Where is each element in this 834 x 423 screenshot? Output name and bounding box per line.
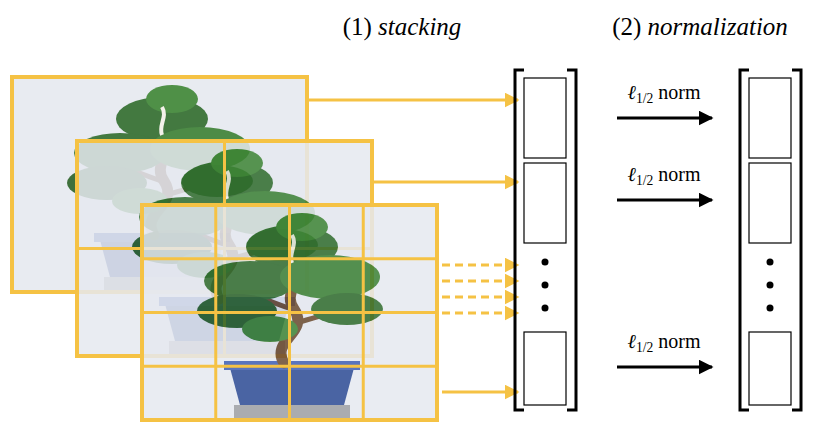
step-heading: (2) normalization (612, 12, 788, 42)
vector (515, 70, 576, 410)
ellipsis-dot (767, 259, 774, 266)
dashed-arrow (442, 280, 518, 283)
dashed-arrow (442, 296, 518, 299)
vector-block (749, 163, 791, 243)
arrow (617, 199, 712, 202)
vector (740, 70, 801, 410)
arrow (617, 117, 712, 120)
bracket (515, 70, 524, 410)
bracket (792, 70, 801, 410)
vector-block (524, 163, 566, 243)
norm-arrows (617, 118, 712, 367)
dashed-arrow (442, 264, 518, 267)
bracket (567, 70, 576, 410)
stacking-arrows (309, 100, 518, 392)
arrow-label: ℓ1/2 norm (628, 162, 701, 189)
ellipsis-dot (542, 259, 549, 266)
arrow (309, 99, 518, 102)
step-heading: (1) stacking (343, 12, 462, 42)
arrow (617, 366, 712, 369)
bonsai-photo (142, 205, 437, 420)
vector-block (524, 78, 566, 158)
grid-border (142, 205, 437, 420)
ellipsis-dot (767, 282, 774, 289)
dashed-arrow (442, 312, 518, 315)
arrow-label: ℓ1/2 norm (628, 329, 701, 356)
vector-block (749, 78, 791, 158)
arrow (374, 181, 518, 184)
arrow-label: ℓ1/2 norm (628, 80, 701, 107)
ellipsis-dot (542, 305, 549, 312)
vector-block (524, 332, 566, 405)
image-layer (142, 205, 437, 420)
grid-lines (142, 205, 437, 420)
vector-block (749, 332, 791, 405)
arrow (442, 391, 518, 394)
ellipsis-dot (767, 305, 774, 312)
bracket (740, 70, 749, 410)
ellipsis-dot (542, 282, 549, 289)
